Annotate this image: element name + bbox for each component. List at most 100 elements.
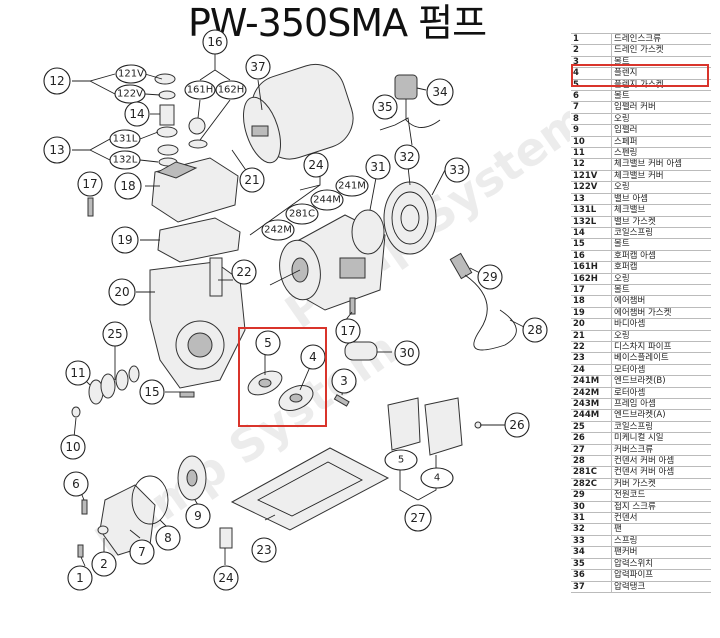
flange-parts — [247, 370, 314, 412]
part-number: 132L — [571, 216, 612, 228]
table-highlight-box — [571, 64, 709, 87]
part-name: 오링 — [611, 330, 711, 342]
pressure-pipe — [379, 117, 413, 146]
part-name: 커버스크류 — [611, 444, 711, 457]
part-name: 커버 가스켓 — [611, 478, 711, 491]
part-name: 베이스플레이트 — [611, 352, 711, 365]
callout-3: 3 — [331, 368, 357, 394]
callout-21: 21 — [239, 167, 265, 193]
callout-281C: 4 — [420, 467, 454, 489]
part-number: 242M — [571, 387, 612, 400]
callout-12: 12 — [43, 67, 71, 95]
svg-text:35: 35 — [377, 100, 392, 114]
svg-text:23: 23 — [256, 543, 271, 557]
part-name: 압력파이프 — [611, 569, 711, 582]
leader-lines — [72, 53, 531, 567]
callout-35: 34 — [426, 78, 454, 106]
diagram-highlight-box — [238, 327, 327, 427]
callout-37: 37 — [245, 54, 271, 80]
mechanical-seal — [88, 365, 140, 405]
callout-32: 31 — [365, 154, 391, 180]
callout-18: 18 — [114, 172, 142, 200]
fan-cover — [383, 181, 437, 255]
part-name: 코일스프링 — [611, 421, 711, 434]
svg-text:2: 2 — [100, 557, 108, 571]
svg-text:6: 6 — [72, 477, 80, 491]
callout-31: 30 — [394, 340, 420, 366]
exploded-pump-diagram: Pump System Pump System — [43, 29, 570, 591]
callout-36: 35 — [372, 94, 398, 120]
svg-text:3: 3 — [340, 374, 348, 388]
part-number: 8 — [571, 113, 612, 126]
callout-244M: 281C — [285, 203, 319, 225]
callout-17b: 17 — [335, 318, 361, 344]
callout-15: 15 — [139, 379, 165, 405]
svg-text:13: 13 — [49, 143, 64, 157]
check-valve-parts — [154, 73, 179, 167]
part-name: 프레임 아셈 — [611, 398, 711, 411]
callout-24: 24 — [303, 152, 329, 178]
svg-text:12: 12 — [49, 74, 64, 88]
part-name: 코일스프링 — [611, 227, 711, 240]
fan — [351, 209, 385, 255]
part-number: 29 — [571, 489, 612, 502]
part-number: 131L — [571, 204, 612, 217]
callout-16: 16 — [202, 29, 228, 55]
callout-243M: 244M — [310, 189, 344, 211]
part-name: 임펠러 — [611, 124, 711, 137]
part-number: 16 — [571, 250, 612, 263]
svg-text:161H: 161H — [187, 85, 214, 96]
svg-text:18: 18 — [120, 179, 135, 193]
svg-text:11: 11 — [70, 366, 85, 380]
svg-text:5: 5 — [398, 455, 404, 466]
part-name: 드레인 가스켓 — [611, 44, 711, 57]
part-name: 엔드브라켓(A) — [611, 409, 711, 422]
bolts — [71, 197, 482, 558]
part-name: 스페퍼 — [611, 136, 711, 149]
callout-11: 11 — [65, 360, 91, 386]
part-number: 32 — [571, 523, 612, 536]
part-number: 24 — [571, 364, 612, 377]
svg-text:19: 19 — [117, 233, 132, 247]
callout-282C: 5 — [384, 449, 418, 471]
callout-6: 6 — [63, 471, 89, 497]
svg-text:14: 14 — [129, 107, 144, 121]
svg-text:10: 10 — [65, 440, 80, 454]
callout-23: 23 — [251, 537, 277, 563]
svg-text:22: 22 — [236, 265, 251, 279]
svg-text:281C: 281C — [289, 209, 315, 220]
part-number: 244M — [571, 409, 612, 422]
part-number: 162H — [571, 273, 612, 285]
part-name: 호퍼캡 — [611, 261, 711, 274]
part-number: 4 — [571, 67, 612, 80]
svg-text:121V: 121V — [118, 69, 144, 80]
part-number: 121V — [571, 170, 612, 183]
part-name: 드레인스크류 — [611, 32, 711, 46]
part-name: 미케니컬 시일 — [611, 432, 711, 445]
svg-text:4: 4 — [309, 350, 317, 364]
callout-5-boxed: 5 — [255, 330, 281, 356]
